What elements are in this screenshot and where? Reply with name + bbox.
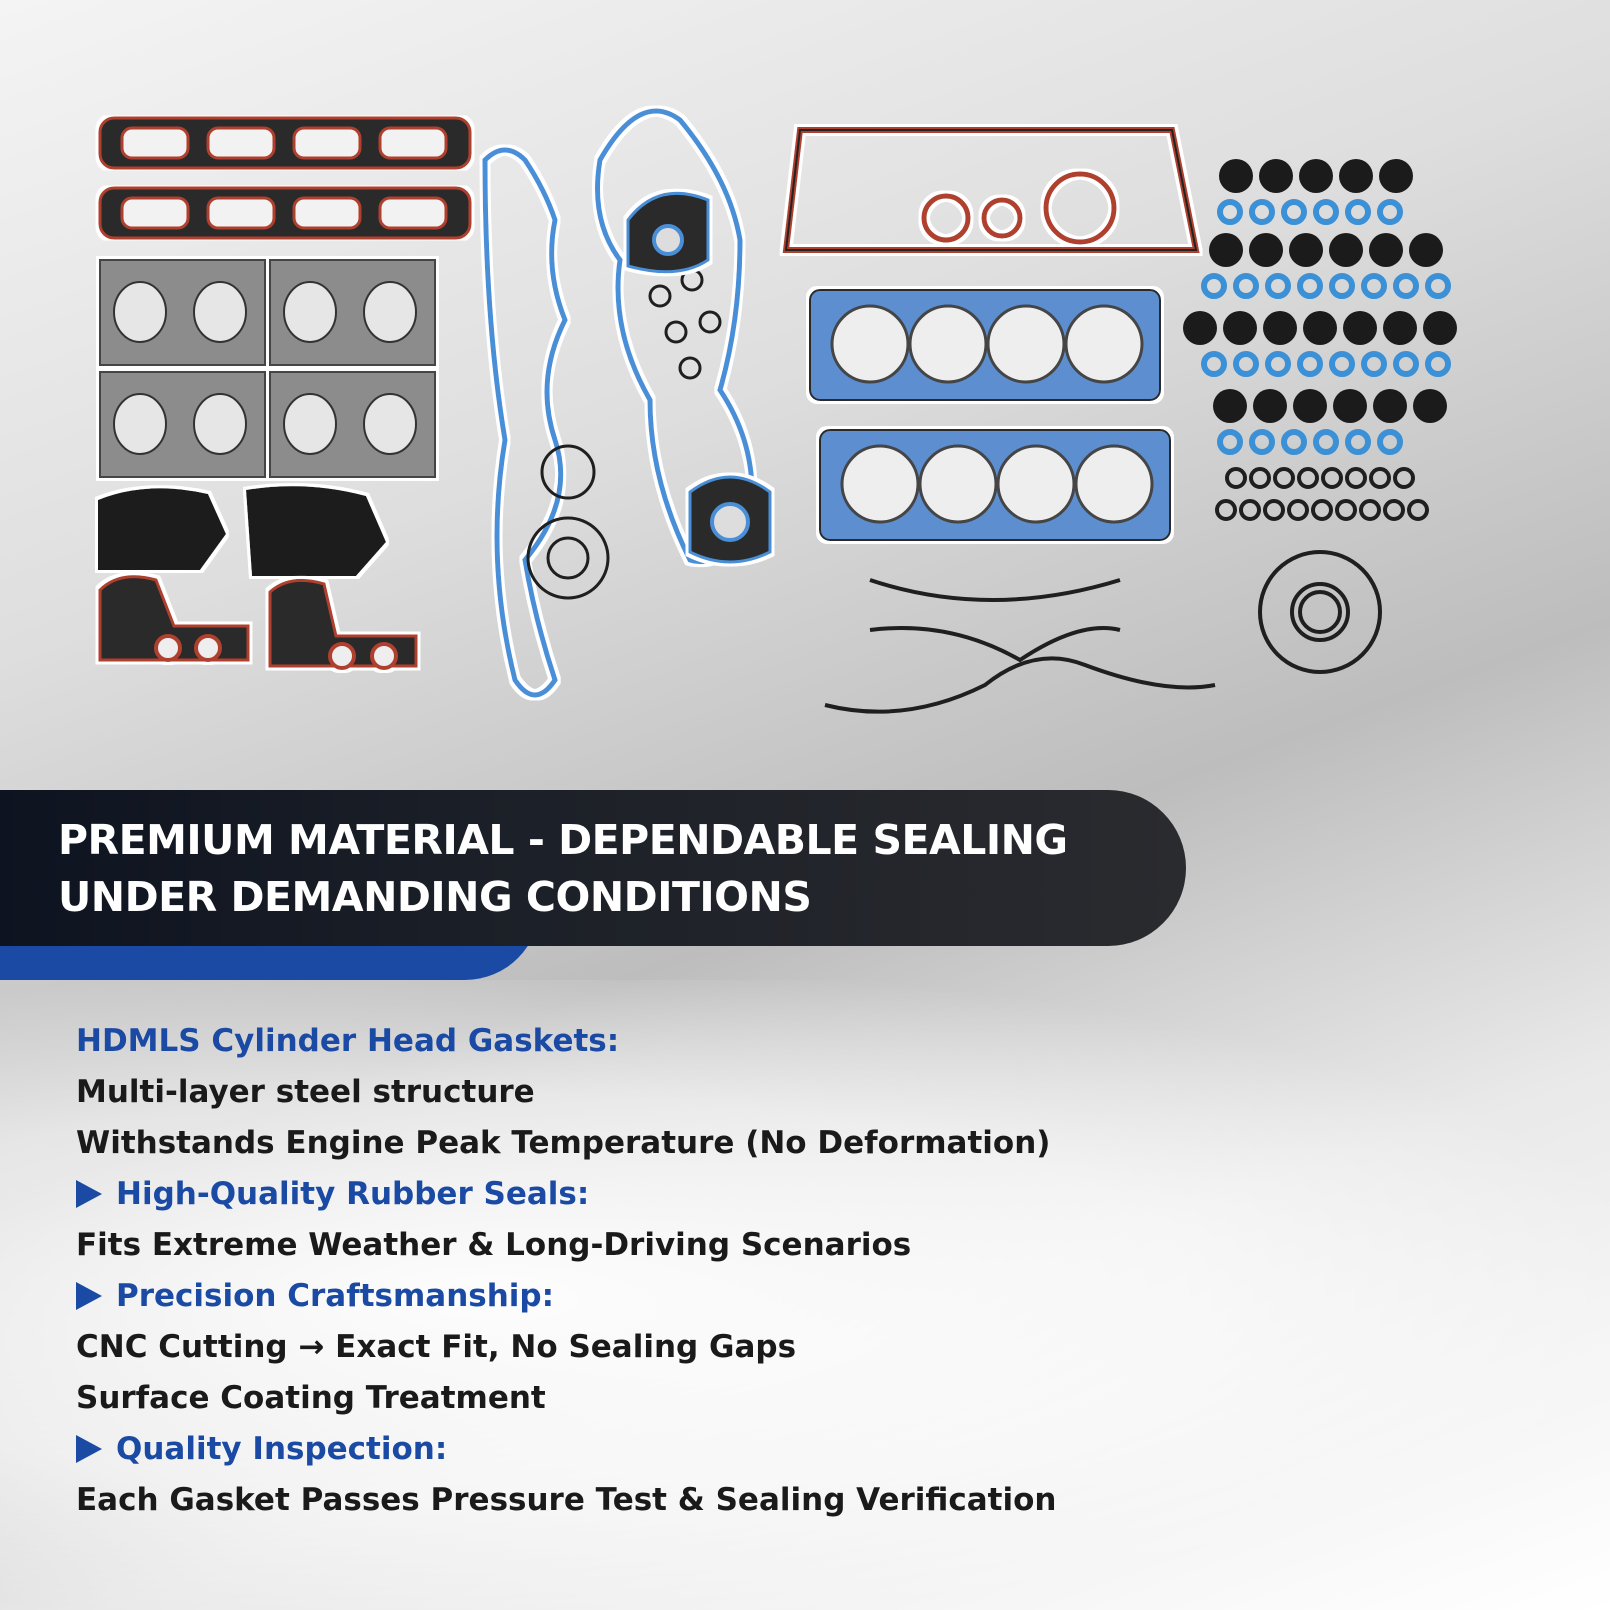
valve-cover-gasket	[782, 127, 1200, 253]
rear-main-seal	[1258, 550, 1382, 674]
banner-title: PREMIUM MATERIAL - DEPENDABLE SEALING UN…	[58, 816, 1068, 921]
wire-gaskets	[824, 578, 1216, 714]
feature-line: Fits Extreme Weather & Long-Driving Scen…	[76, 1227, 912, 1263]
title-banner: PREMIUM MATERIAL - DEPENDABLE SEALING UN…	[0, 790, 1186, 980]
oil-filter-gaskets	[98, 575, 418, 670]
timing-cover-gasket	[482, 108, 755, 698]
feature-line: Each Gasket Passes Pressure Test & Seali…	[76, 1482, 1057, 1518]
feature-heading-precision: Precision Craftsmanship:	[76, 1271, 1276, 1322]
feature-heading-hdmls: HDMLS Cylinder Head Gaskets:	[76, 1023, 620, 1059]
feature-heading-inspection: Quality Inspection:	[76, 1424, 1276, 1475]
triangle-right-icon	[76, 1180, 102, 1208]
cylinder-head-gasket-lower	[819, 429, 1171, 541]
timing-seals	[526, 268, 722, 600]
feature-heading-text: High-Quality Rubber Seals:	[116, 1176, 590, 1212]
feature-heading-rubber: High-Quality Rubber Seals:	[76, 1169, 1276, 1220]
triangle-right-icon	[76, 1282, 102, 1310]
feature-line: Withstands Engine Peak Temperature (No D…	[76, 1125, 1051, 1161]
feature-heading-text: Precision Craftsmanship:	[116, 1278, 555, 1314]
feature-heading-text: Quality Inspection:	[116, 1431, 448, 1467]
cylinder-head-gasket-upper	[809, 289, 1161, 401]
intake-gasket-lower	[98, 186, 472, 240]
water-outlet-gaskets	[626, 191, 772, 564]
background-glow	[0, 980, 1610, 1610]
valve-stem-seals	[1183, 159, 1457, 674]
feature-line: CNC Cutting → Exact Fit, No Sealing Gaps	[76, 1329, 797, 1365]
triangle-right-icon	[76, 1435, 102, 1463]
intake-gasket-upper	[98, 116, 472, 170]
gasket-set-image	[98, 108, 1457, 714]
black-plates	[98, 486, 386, 576]
banner-background	[0, 790, 1186, 946]
feature-line: Multi-layer steel structure	[76, 1074, 535, 1110]
feature-list: HDMLS Cylinder Head Gaskets: Multi-layer…	[76, 1016, 1276, 1526]
feature-line: Surface Coating Treatment	[76, 1380, 546, 1416]
